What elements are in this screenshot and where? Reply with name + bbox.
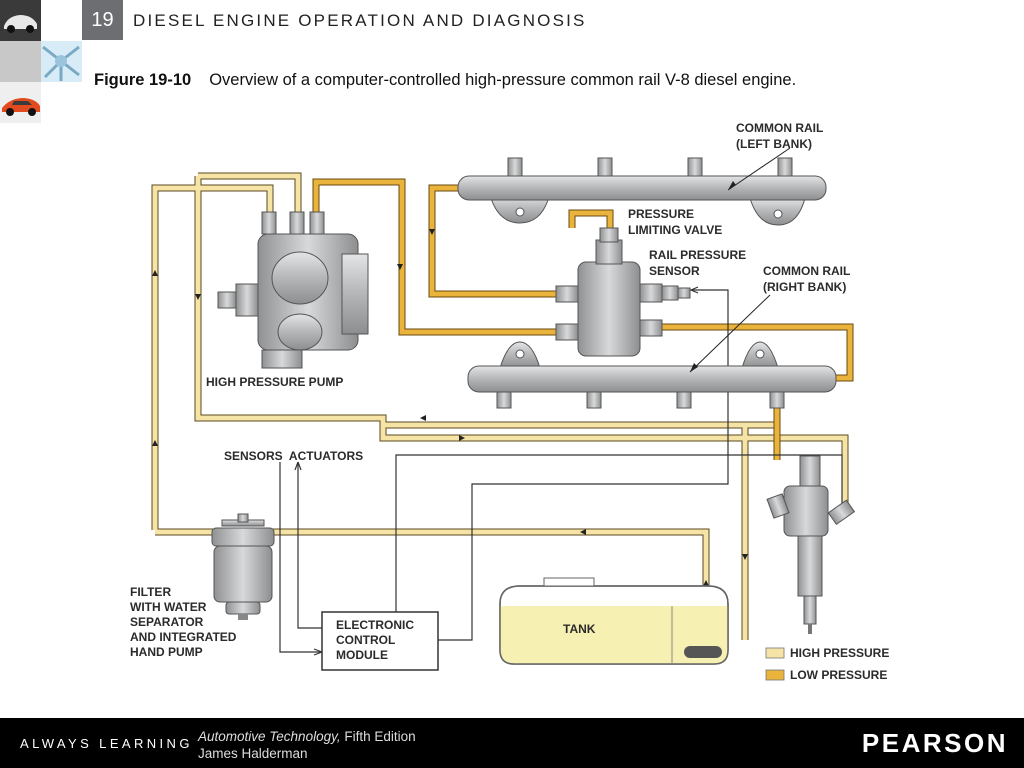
label-filter-line2: WITH WATER [130,600,207,614]
car-thumbnail-image [0,0,41,41]
legend-high-pressure: HIGH PRESSURE [790,646,889,660]
label-rps-line2: SENSOR [649,264,700,278]
footer-bar: ALWAYS LEARNING Automotive Technology, F… [0,718,1024,768]
figure-caption: Figure 19-10 Overview of a computer-contr… [94,71,796,90]
label-tank: TANK [563,622,596,636]
figure-number: Figure 19-10 [94,71,192,89]
turbine-thumbnail-image [41,41,82,82]
figure-caption-text: Overview of a computer-controlled high-p… [209,71,797,89]
footer-tagline: ALWAYS LEARNING [20,736,193,751]
fuel-system-diagram: COMMON RAIL (LEFT BANK) PRESSURE LIMITIN… [130,121,889,682]
book-author: James Halderman [198,746,308,761]
label-filter-line1: FILTER [130,585,171,599]
fuel-filter [211,513,275,620]
book-credit: Automotive Technology, Fifth Edition Jam… [198,728,416,762]
ecm-wires [279,286,843,656]
course-title: DIESEL ENGINE OPERATION AND DIAGNOSIS [133,11,587,30]
flow-arrows [152,229,748,586]
rail-pressure-sensor [639,283,691,303]
sportscar-thumbnail-image [0,82,41,123]
high-pressure-pump [217,211,369,369]
label-plv-line2: LIMITING VALVE [628,223,722,237]
label-common-rail-left-line1: COMMON RAIL [736,121,823,135]
label-ecm-line2: CONTROL [336,633,395,647]
book-title-line: Automotive Technology, Fifth Edition [198,728,416,745]
book-edition: Fifth Edition [340,729,416,744]
publisher-logo: PEARSON [861,728,1008,758]
common-rail-left-bank [457,157,827,226]
pressure-limiting-valve [555,227,663,357]
label-common-rail-right-line2: (RIGHT BANK) [763,280,846,294]
label-ecm-line3: MODULE [336,648,388,662]
legend-swatch-low-pressure [765,669,785,681]
legend-swatch-high-pressure [765,647,785,659]
book-title: Automotive Technology, [198,729,341,744]
header-thumbnails [0,0,82,123]
electronic-control-module [321,611,439,671]
chapter-number: 19 [82,0,123,40]
fuel-injector [766,455,856,634]
legend: HIGH PRESSURE LOW PRESSURE [765,646,889,682]
label-rps-line1: RAIL PRESSURE [649,248,746,262]
label-high-pressure-pump: HIGH PRESSURE PUMP [206,375,343,389]
label-ecm-line1: ELECTRONIC [336,618,414,632]
legend-low-pressure: LOW PRESSURE [790,668,887,682]
label-filter-line4: AND INTEGRATED [130,630,237,644]
label-filter-line3: SEPARATOR [130,615,204,629]
label-sensors-actuators: SENSORS ACTUATORS [224,449,363,463]
common-rail-right-bank [467,341,837,409]
label-plv-line1: PRESSURE [628,207,694,221]
label-common-rail-right-line1: COMMON RAIL [763,264,850,278]
gray-thumbnail-image [0,41,41,82]
fuel-tank [499,577,729,665]
label-filter-line5: HAND PUMP [130,645,203,659]
label-common-rail-left-line2: (LEFT BANK) [736,137,812,151]
